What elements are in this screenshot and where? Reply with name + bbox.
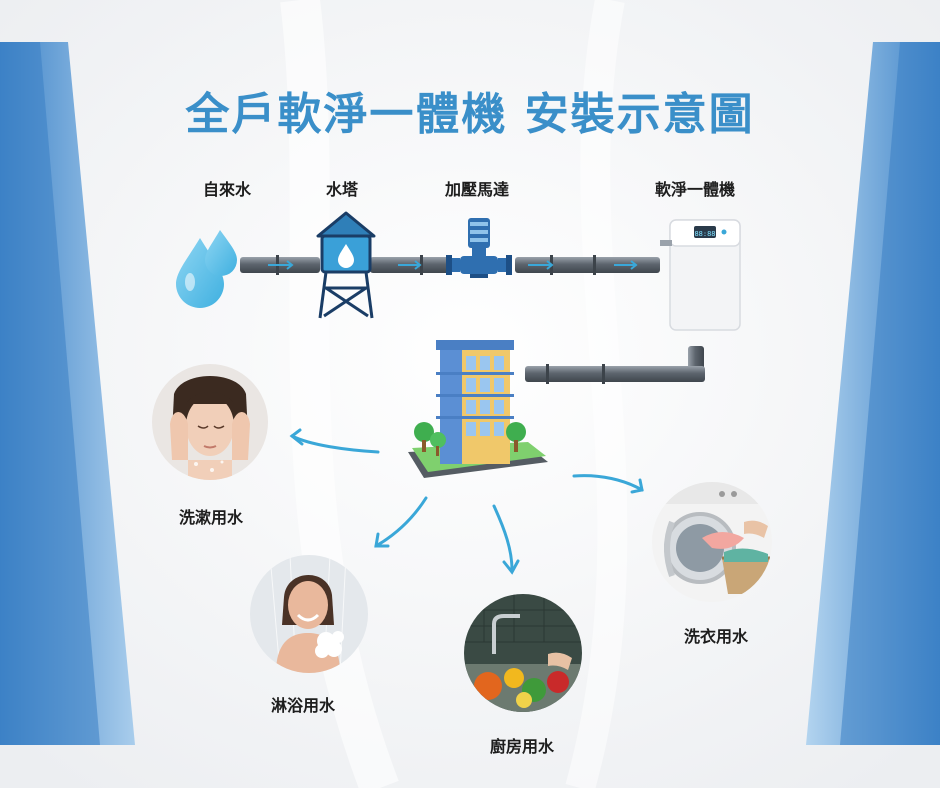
softener-display: 88:88	[694, 230, 715, 238]
photo-kitchen	[464, 594, 582, 712]
photo-face-wash	[152, 364, 268, 480]
label-shower: 淋浴用水	[271, 696, 336, 715]
label-source: 自來水	[203, 180, 252, 199]
water-drop-icon	[176, 230, 237, 308]
label-softener: 軟淨一體機	[655, 180, 736, 199]
pipe-softener-to-building	[525, 346, 705, 384]
label-pump: 加壓馬達	[445, 180, 510, 199]
softener-unit-icon	[660, 219, 741, 331]
label-kitchen: 廚房用水	[490, 737, 555, 756]
label-tower: 水塔	[326, 180, 359, 199]
label-wash: 洗漱用水	[179, 508, 244, 527]
distribution-arrows	[289, 428, 644, 575]
water-tower-icon	[316, 211, 376, 319]
label-laundry: 洗衣用水	[684, 627, 749, 646]
page-title: 全戶軟淨一體機 安裝示意圖	[185, 89, 755, 140]
pump-icon	[446, 218, 512, 278]
photo-laundry	[652, 482, 772, 602]
building-icon	[408, 340, 548, 478]
photo-shower	[250, 555, 368, 673]
